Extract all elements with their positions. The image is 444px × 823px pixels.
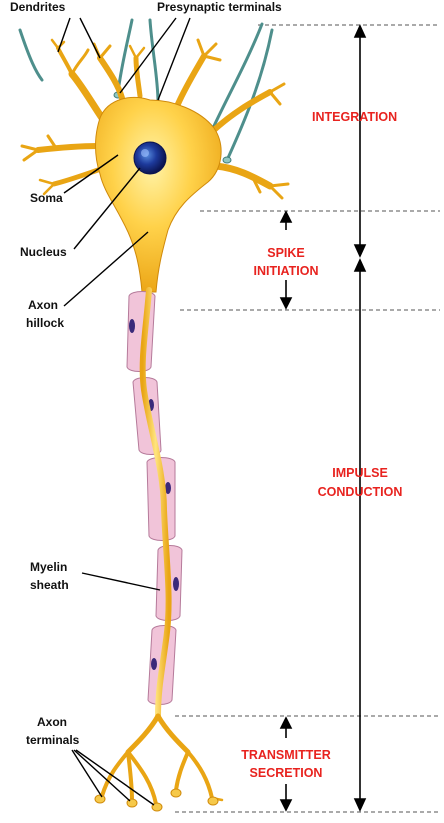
leader-terminals-3: [75, 749, 155, 806]
leader-presynaptic-2: [157, 17, 191, 101]
label-soma: Soma: [30, 191, 63, 205]
label-myelin-2: sheath: [30, 578, 69, 592]
nucleus-shape: [133, 141, 167, 175]
label-presynaptic-terminals: Presynaptic terminals: [157, 0, 282, 14]
leader-presynaptic-1: [119, 17, 177, 94]
leader-myelin: [81, 572, 161, 591]
leader-axon-hillock: [63, 231, 149, 307]
label-axon-terminals-1: Axon: [37, 715, 67, 729]
axon-terminal-buttons: [94, 788, 219, 812]
leader-terminals-1: [71, 749, 103, 798]
leader-lines: [57, 17, 191, 806]
label-dendrites: Dendrites: [10, 0, 66, 14]
zone-arrows: [279, 24, 367, 812]
zone-label-impulse-1: IMPULSE: [332, 466, 388, 480]
leader-dendrites-2: [79, 17, 101, 59]
label-myelin-1: Myelin: [30, 560, 68, 574]
zone-label-impulse-2: CONDUCTION: [317, 485, 403, 499]
leader-nucleus: [73, 167, 141, 250]
leader-soma: [63, 154, 119, 194]
leader-dendrites-1: [57, 17, 71, 53]
zone-boundaries: [175, 24, 440, 813]
zone-label-integration: INTEGRATION: [312, 110, 398, 124]
label-axon-hillock-2: hillock: [26, 316, 65, 330]
zone-label-transmitter-2: SECRETION: [249, 766, 323, 780]
zone-label-spike-1: SPIKE: [267, 246, 305, 260]
axon: [139, 287, 172, 719]
label-axon-hillock-1: Axon: [28, 298, 58, 312]
dendrites: [20, 38, 290, 200]
myelin-sheaths: [126, 291, 183, 705]
label-axon-terminals-2: terminals: [26, 733, 80, 747]
leader-terminals-2: [73, 749, 131, 802]
label-nucleus: Nucleus: [20, 245, 67, 259]
axon-terminal-branches: [100, 713, 224, 806]
soma-body: [95, 97, 222, 293]
zone-label-transmitter-1: TRANSMITTER: [241, 748, 331, 762]
zone-label-spike-2: INITIATION: [253, 264, 319, 278]
